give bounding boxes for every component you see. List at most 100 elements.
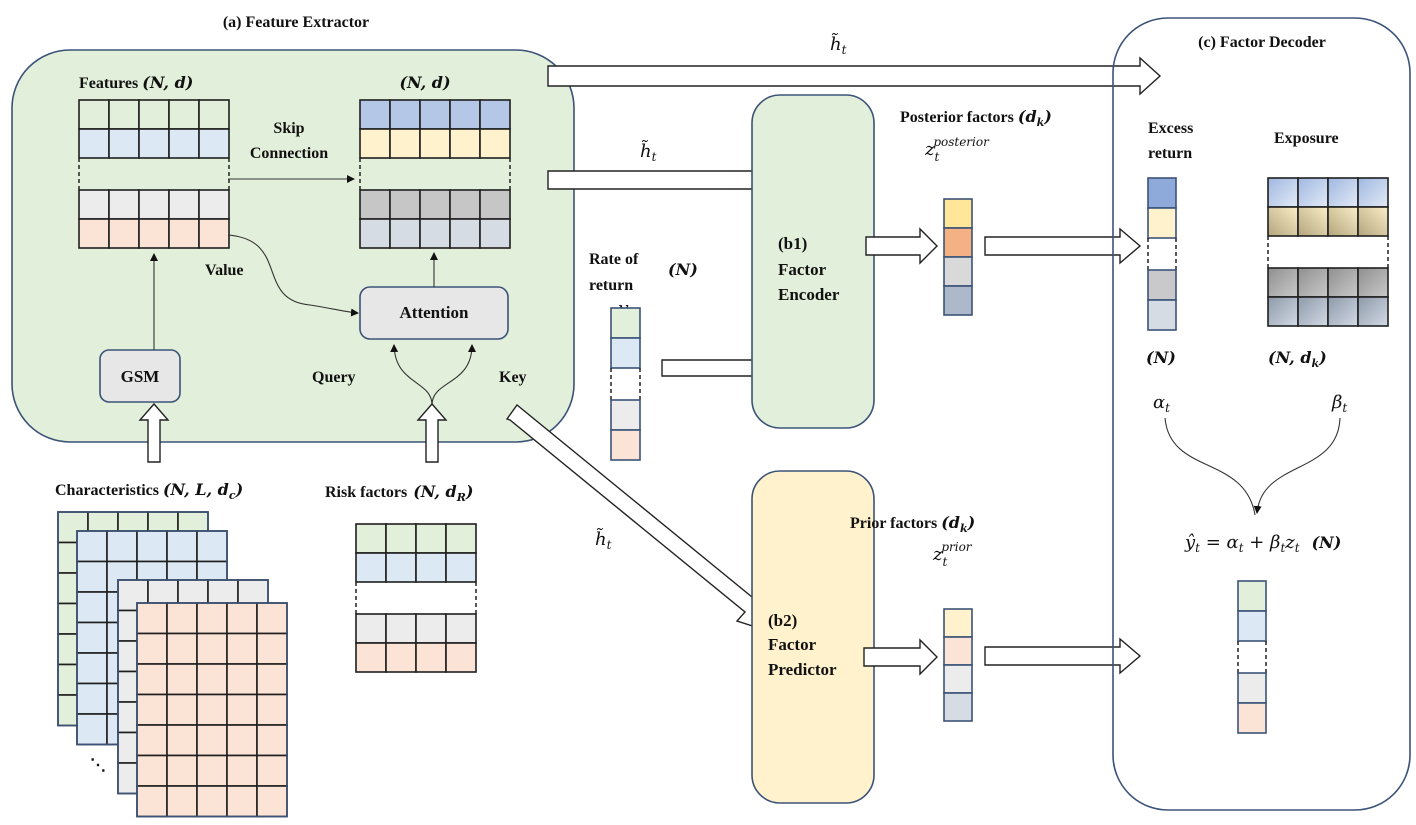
characteristics-cell (196, 724, 228, 757)
exposure-cell (1267, 296, 1299, 327)
characteristics-cell (76, 713, 108, 746)
gsm-box[interactable] (99, 349, 181, 403)
output-cell (389, 99, 421, 130)
characteristics-cell (226, 754, 258, 787)
features-matrix (78, 99, 230, 249)
output-cell (389, 218, 421, 249)
characteristics-cell (226, 602, 258, 635)
returns-cell (610, 399, 641, 431)
factor-encoder-box[interactable] (751, 94, 875, 429)
characteristics-cell (136, 724, 168, 757)
output-cell (359, 128, 391, 159)
characteristics-cell (166, 632, 198, 665)
factor-predictor-box[interactable] (751, 470, 875, 804)
key-label: Key (499, 369, 527, 386)
excess-return-line2: return (1148, 145, 1192, 162)
characteristics-cell (256, 663, 288, 696)
output-cell (449, 99, 481, 130)
risk-factors-cell (415, 523, 447, 554)
prior-cell (943, 664, 973, 694)
characteristics-cell (136, 602, 168, 635)
features-cell (168, 218, 200, 249)
output-cell (419, 218, 451, 249)
h-tilde-top-label: h̃t (830, 32, 847, 57)
characteristics-ellipsis: ⋱ (90, 757, 106, 774)
h-tilde-mid-label: h̃t (640, 139, 657, 164)
output-cell (449, 189, 481, 220)
characteristics-cell (256, 724, 288, 757)
exposure-cell (1267, 267, 1299, 298)
characteristics-cell (76, 591, 108, 624)
characteristics-cell (166, 785, 198, 818)
posterior-factors-vector (943, 198, 973, 316)
characteristics-cell (256, 785, 288, 818)
exposure-cell (1327, 267, 1359, 298)
output-cell (359, 189, 391, 220)
value-label: Value (205, 262, 244, 279)
predicted-returns-vector (1237, 580, 1267, 734)
posterior-cell (943, 256, 973, 287)
exposure-cell (1297, 296, 1329, 327)
characteristics-cell (136, 693, 168, 726)
features-cell (138, 189, 170, 220)
risk-factors-cell (385, 613, 417, 644)
features-cell (198, 218, 230, 249)
characteristics-cell (76, 621, 108, 654)
characteristics-cell (76, 682, 108, 715)
factor-decoder-panel (1112, 17, 1411, 811)
factor-encoder-line1: Factor (778, 260, 827, 279)
features-cell (138, 99, 170, 130)
output-cell (479, 128, 511, 159)
features-cell (138, 128, 170, 159)
output-matrix (359, 99, 511, 249)
exposure-cell (1357, 267, 1389, 298)
output-cell (389, 128, 421, 159)
risk-factors-cell (355, 523, 387, 554)
characteristics-cell (136, 530, 168, 563)
value-arrow (227, 234, 359, 317)
factor-decoder-title: (c) Factor Decoder (1198, 34, 1326, 51)
predictor-to-prior-arrow (863, 638, 938, 676)
excess-return-cell (1147, 177, 1177, 209)
excess-return-vector (1147, 177, 1177, 331)
characteristics-cell (196, 530, 228, 563)
posterior-label: Posterior factors(dk) (900, 107, 1052, 129)
gsm-label: GSM (121, 367, 160, 386)
features-label: Features(N, d) (79, 73, 193, 92)
characteristics-cell (136, 785, 168, 818)
alpha-merge-curve (1164, 417, 1256, 516)
risk-factors-cell (355, 552, 387, 583)
excess-return-shape: (N) (1146, 348, 1176, 367)
skip-label-line2: Connection (250, 145, 328, 162)
characteristics-sheet-border (136, 602, 288, 818)
risk-factors-cell (385, 552, 417, 583)
characteristics-cell (136, 632, 168, 665)
h-tilde-diag-label: h̃t (595, 527, 612, 552)
output-cell (479, 99, 511, 130)
exposure-matrix (1267, 177, 1389, 327)
characteristics-cell (196, 693, 228, 726)
risk-factors-cell (355, 642, 387, 673)
risk-factors-cell (445, 642, 477, 673)
factor-predictor-line2: Predictor (768, 660, 837, 679)
rate-of-return-line2: return (589, 277, 633, 294)
characteristics-cell (196, 602, 228, 635)
exposure-cell (1297, 267, 1329, 298)
factor-encoder-tag: (b1) (778, 234, 807, 253)
risk-factors-label: Risk factors(N, dR) (325, 482, 473, 504)
posterior-cell (943, 285, 973, 316)
characteristics-cell (256, 602, 288, 635)
exposure-cell (1267, 177, 1299, 208)
prediction-equation: ŷt = αt + βtzt(N) (1184, 532, 1341, 555)
risk-factors-cell (415, 552, 447, 583)
features-cell (108, 128, 140, 159)
features-cell (108, 99, 140, 130)
characteristics-cell (226, 724, 258, 757)
risk-factors-cell (445, 613, 477, 644)
returns-cell (610, 307, 641, 339)
excess-return-cell (1147, 299, 1177, 331)
predicted-returns-cell (1237, 702, 1267, 734)
characteristics-stack (57, 511, 288, 818)
characteristics-cell (76, 560, 108, 593)
characteristics-cell (196, 632, 228, 665)
